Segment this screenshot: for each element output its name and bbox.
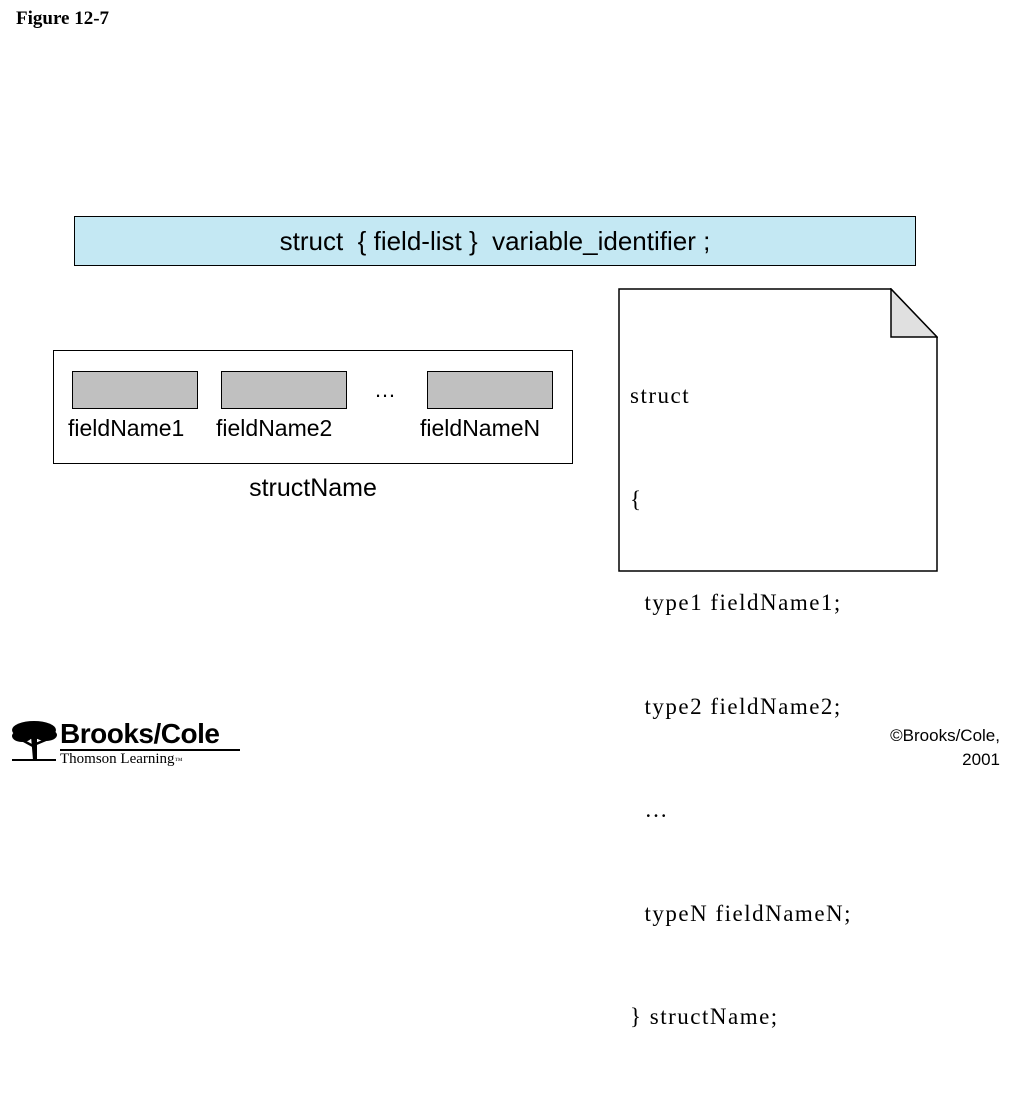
copyright-line-2: 2001	[962, 750, 1000, 769]
code-line: …	[630, 797, 669, 822]
code-line: typeN fieldNameN;	[630, 900, 853, 926]
copyright-line-1: ©Brooks/Cole,	[890, 726, 1000, 745]
field-label-n: fieldNameN	[420, 415, 541, 441]
struct-name-caption: structName	[249, 474, 377, 502]
code-note: struct { type1 fieldName1; type2 fieldNa…	[618, 288, 938, 1029]
field-label-1: fieldName1	[68, 415, 185, 441]
struct-diagram: … fieldName1 fieldName2 fieldNameN	[53, 350, 573, 464]
code-line: {	[630, 486, 643, 512]
note-fold-icon	[890, 288, 938, 338]
logo-subtitle: Thomson Learning™	[60, 751, 182, 768]
code-line: struct	[630, 383, 691, 408]
field-box-n	[427, 371, 553, 409]
logo-brand: Brooks/Cole	[60, 718, 220, 749]
code-block: struct { type1 fieldName1; type2 fieldNa…	[630, 310, 852, 1104]
logo-rule	[60, 749, 240, 751]
tree-icon	[12, 721, 57, 761]
syntax-banner: struct { field-list } variable_identifie…	[74, 216, 916, 266]
publisher-logo: Brooks/Cole Thomson Learning™	[10, 716, 250, 768]
note-page-shape	[618, 288, 938, 572]
code-line: type1 fieldName1;	[630, 590, 842, 615]
code-line: type2 fieldName2;	[630, 693, 842, 719]
logo-subtitle-text: Thomson Learning	[60, 751, 175, 767]
logo-tm: ™	[174, 756, 183, 765]
field-ellipsis: …	[374, 377, 396, 402]
field-box-1	[72, 371, 198, 409]
copyright: ©Brooks/Cole, 2001	[890, 724, 1000, 772]
field-label-2: fieldName2	[216, 415, 333, 441]
code-line: } structName;	[630, 1004, 779, 1029]
field-box-2	[221, 371, 347, 409]
figure-title: Figure 12-7	[16, 8, 110, 29]
syntax-text: struct { field-list } variable_identifie…	[279, 225, 711, 256]
